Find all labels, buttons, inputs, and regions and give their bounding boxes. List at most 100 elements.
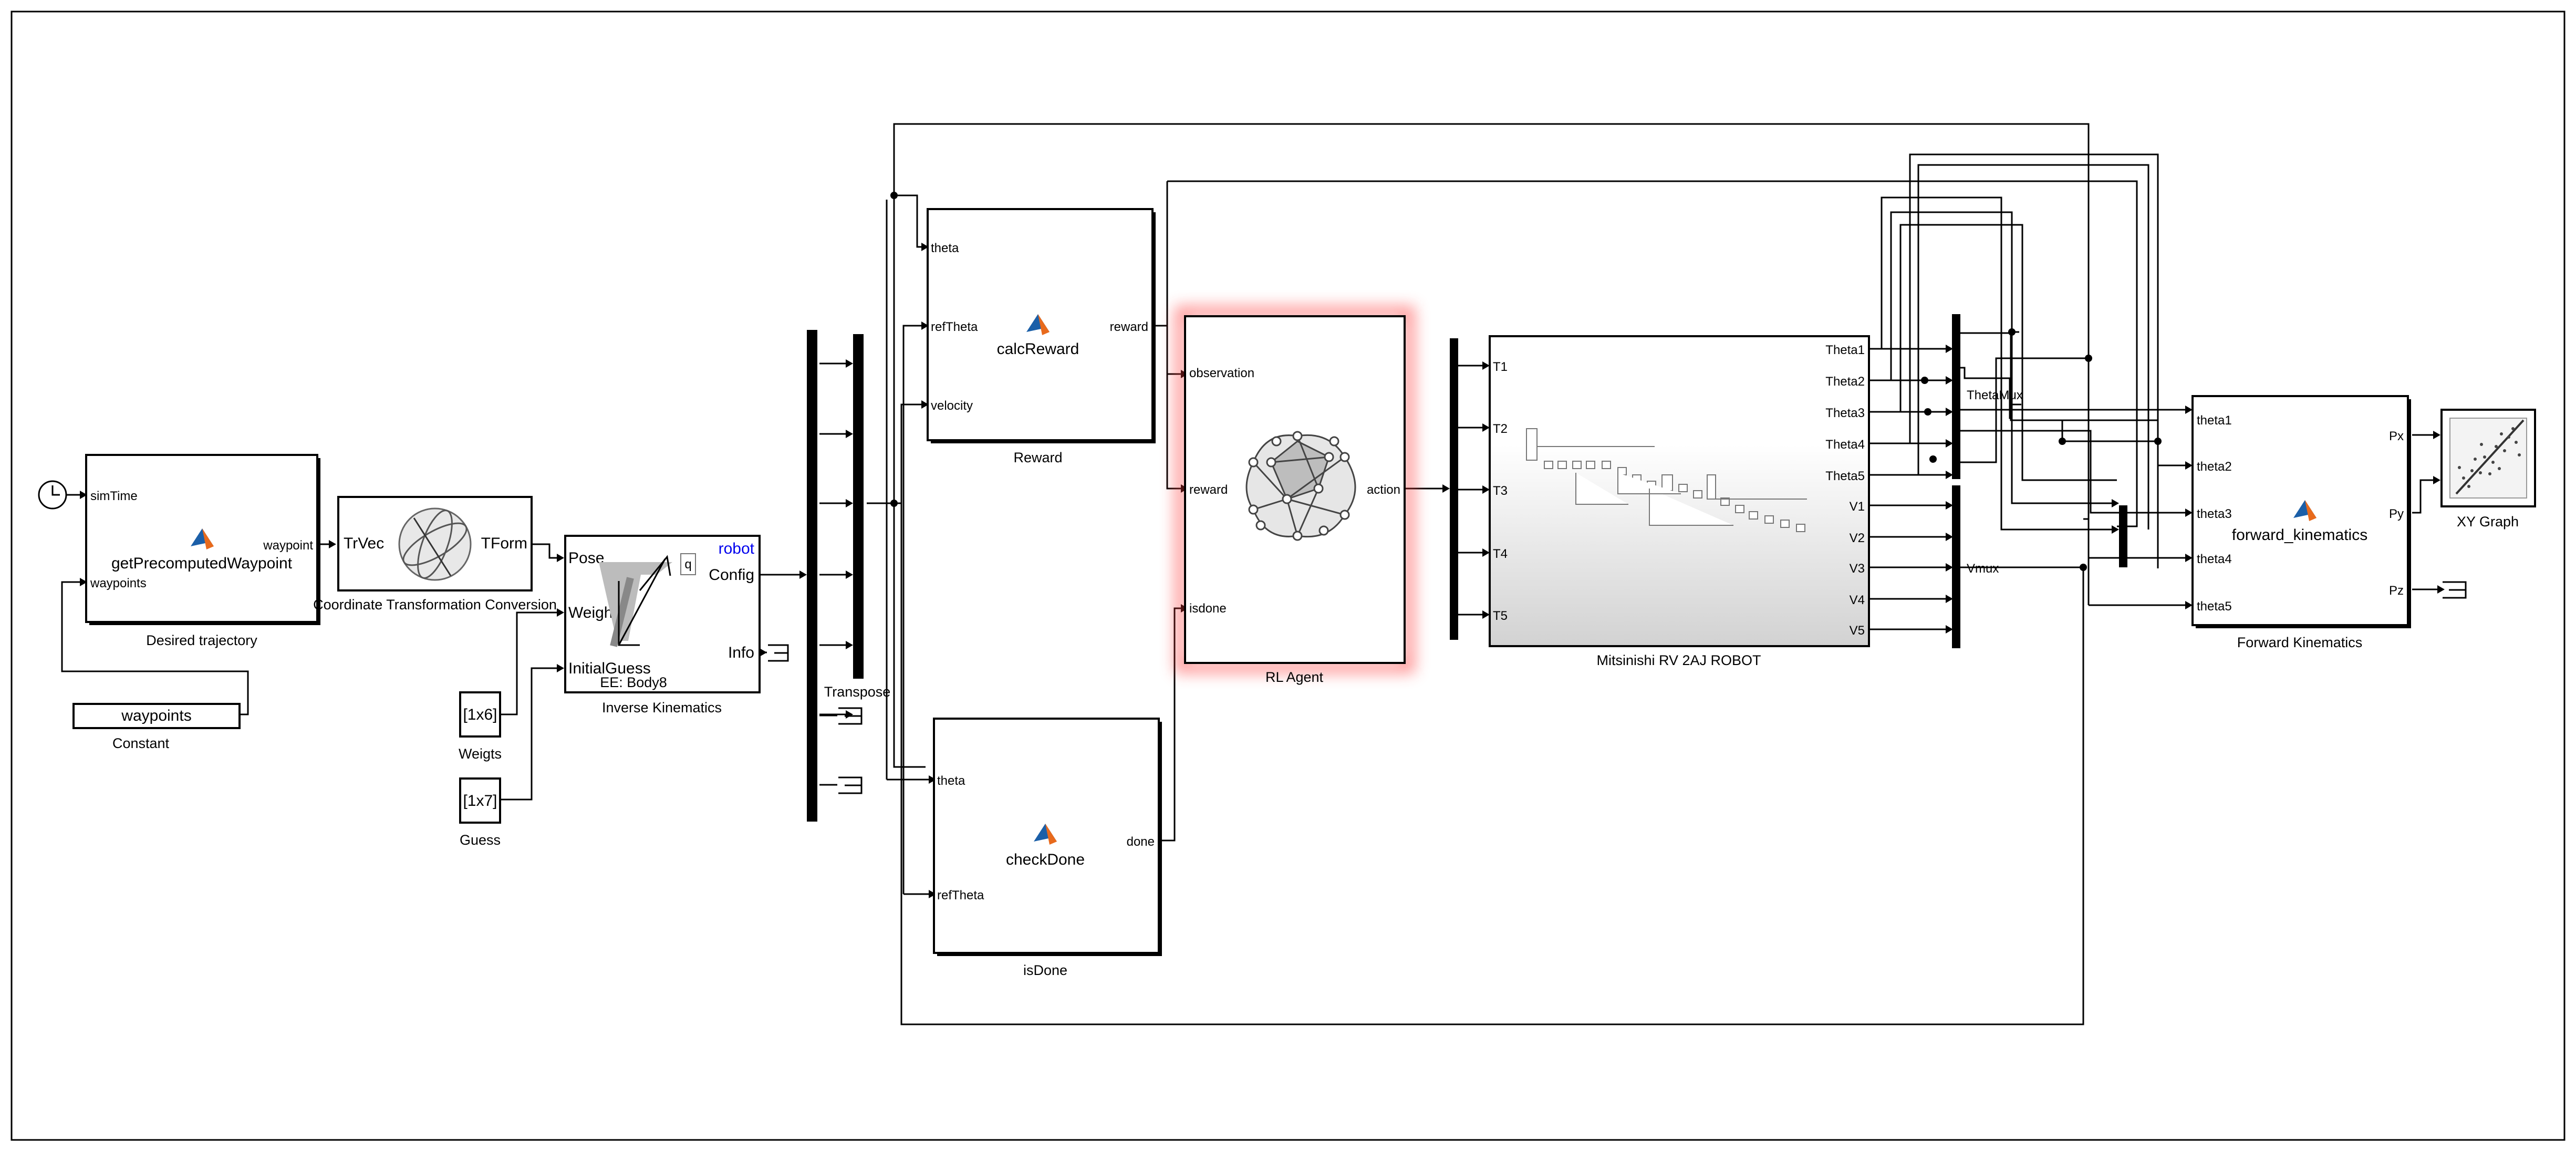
port-v4: V4 bbox=[1850, 593, 1865, 607]
function-name: calcReward bbox=[997, 340, 1079, 358]
signal-lines bbox=[61, 123, 2442, 1025]
port-t1: T1 bbox=[1493, 360, 1508, 374]
block-name: Coordinate Transformation Conversion bbox=[313, 597, 557, 613]
scatter-icon bbox=[2458, 427, 2521, 488]
block-name: Inverse Kinematics bbox=[602, 700, 722, 715]
port-done: done bbox=[1127, 835, 1155, 849]
port-theta3: theta3 bbox=[2197, 507, 2232, 521]
xy-graph-block[interactable]: XY Graph bbox=[2440, 409, 2536, 530]
subsystem-preview-icon bbox=[1526, 428, 1807, 532]
block-name: Mitsinishi RV 2AJ ROBOT bbox=[1596, 652, 1761, 668]
canvas-border bbox=[11, 11, 2565, 1141]
port-theta1: theta1 bbox=[2197, 413, 2232, 428]
transpose-block[interactable]: Transpose bbox=[807, 330, 890, 822]
port-theta2: Theta2 bbox=[1825, 375, 1865, 389]
port-theta: theta bbox=[931, 241, 959, 255]
block-name: Forward Kinematics bbox=[2237, 635, 2363, 650]
port-waypoint: waypoint bbox=[263, 538, 313, 553]
block-name: XY Graph bbox=[2457, 514, 2519, 530]
port-theta2: theta2 bbox=[2197, 460, 2232, 474]
block-name: ThetaMux bbox=[1967, 388, 2023, 402]
block-name: Guess bbox=[460, 832, 501, 848]
port-reftheta: refTheta bbox=[937, 888, 984, 902]
port-py: Py bbox=[2389, 507, 2404, 521]
bus-bar-right bbox=[853, 334, 864, 679]
port-pz: Pz bbox=[2389, 584, 2404, 598]
block-name: Weigts bbox=[459, 746, 502, 762]
selection-glow bbox=[1175, 306, 1415, 673]
port-theta1: Theta1 bbox=[1825, 343, 1865, 357]
port-initialguess: InitialGuess bbox=[568, 660, 651, 677]
theta-mux-block[interactable]: ThetaMux bbox=[1952, 314, 2023, 479]
port-isdone: isdone bbox=[1189, 601, 1227, 616]
info-terminator bbox=[768, 644, 789, 662]
reward-block[interactable]: theta refTheta velocity reward calcRewar… bbox=[927, 208, 1156, 465]
vmux-block[interactable]: Vmux bbox=[1952, 485, 1999, 648]
bus-bar-left bbox=[807, 330, 817, 822]
isdone-block[interactable]: theta refTheta done checkDone isDone bbox=[933, 718, 1162, 978]
desired-trajectory-block[interactable]: simTime waypoints waypoint getPrecompute… bbox=[85, 454, 320, 648]
block-name: Reward bbox=[1013, 450, 1062, 465]
port-t2: T2 bbox=[1493, 422, 1508, 436]
port-px: Px bbox=[2389, 429, 2404, 443]
port-v5: V5 bbox=[1850, 624, 1865, 638]
port-velocity: velocity bbox=[931, 399, 973, 413]
terminator bbox=[838, 707, 863, 725]
rl-agent-block[interactable]: observation reward isdone action RL Agen… bbox=[1175, 306, 1415, 685]
junction-dots bbox=[890, 192, 2162, 571]
inverse-kinematics-block[interactable]: Pose Weights InitialGuess robot Config I… bbox=[564, 535, 761, 715]
block-name: isDone bbox=[1023, 962, 1067, 978]
port-t4: T4 bbox=[1493, 547, 1508, 561]
block-name: Constant bbox=[112, 735, 170, 751]
guess-block[interactable]: [1x7] Guess bbox=[459, 777, 501, 848]
port-trvec: TrVec bbox=[344, 535, 384, 552]
function-name: forward_kinematics bbox=[2232, 526, 2367, 544]
weights-block[interactable]: [1x6] Weigts bbox=[459, 691, 502, 762]
guess-value: [1x7] bbox=[463, 792, 497, 809]
robot-label: robot bbox=[719, 540, 755, 557]
port-v3: V3 bbox=[1850, 562, 1865, 576]
port-v2: V2 bbox=[1850, 531, 1865, 545]
port-theta4: theta4 bbox=[2197, 552, 2232, 566]
port-info: Info bbox=[728, 644, 754, 661]
matlab-icon bbox=[1034, 824, 1057, 845]
pz-terminator bbox=[2443, 581, 2467, 599]
port-theta3: Theta3 bbox=[1825, 406, 1865, 420]
robot-subsystem-block[interactable]: T1 T2 T3 T4 T5 Theta1 Theta2 Theta3 Thet… bbox=[1489, 335, 1870, 668]
weights-value: [1x6] bbox=[463, 706, 497, 723]
block-name: Vmux bbox=[1967, 562, 1999, 576]
matlab-icon bbox=[2293, 500, 2317, 521]
constant-block[interactable]: waypoints Constant bbox=[72, 703, 241, 751]
port-reward: reward bbox=[1110, 320, 1148, 334]
port-pose: Pose bbox=[568, 549, 604, 567]
port-reftheta: refTheta bbox=[931, 320, 978, 334]
q-label: q bbox=[684, 557, 691, 572]
port-waypoints: waypoints bbox=[90, 576, 147, 590]
port-simtime: simTime bbox=[90, 489, 138, 503]
port-t5: T5 bbox=[1493, 609, 1508, 623]
block-name: Transpose bbox=[824, 684, 891, 700]
port-reward: reward bbox=[1189, 483, 1228, 497]
action-demux-bar bbox=[1450, 338, 1458, 640]
port-t3: T3 bbox=[1493, 484, 1508, 498]
ee-label: EE: Body8 bbox=[600, 674, 667, 690]
port-v1: V1 bbox=[1850, 500, 1865, 514]
arrow-heads bbox=[80, 243, 2445, 898]
block-name: Desired trajectory bbox=[146, 632, 257, 648]
inverse-kinematics-icon: q bbox=[599, 553, 696, 647]
small-mux-bar bbox=[2119, 505, 2127, 567]
block-name: RL Agent bbox=[1265, 669, 1324, 685]
neural-network-icon bbox=[1245, 431, 1356, 541]
port-theta4: Theta4 bbox=[1825, 438, 1865, 452]
forward-kinematics-block[interactable]: theta1 theta2 theta3 theta4 theta5 Px Py… bbox=[2191, 395, 2411, 650]
coordinate-transformation-block[interactable]: TrVec TForm Coordinate Transformation Co… bbox=[313, 496, 557, 613]
clock-block[interactable] bbox=[38, 480, 67, 510]
port-config: Config bbox=[709, 566, 754, 584]
matlab-icon bbox=[1026, 314, 1050, 335]
port-tform: TForm bbox=[481, 535, 527, 552]
function-name: checkDone bbox=[1006, 851, 1085, 868]
port-theta5: Theta5 bbox=[1825, 469, 1865, 483]
port-theta: theta bbox=[937, 774, 965, 788]
terminator bbox=[838, 776, 863, 794]
